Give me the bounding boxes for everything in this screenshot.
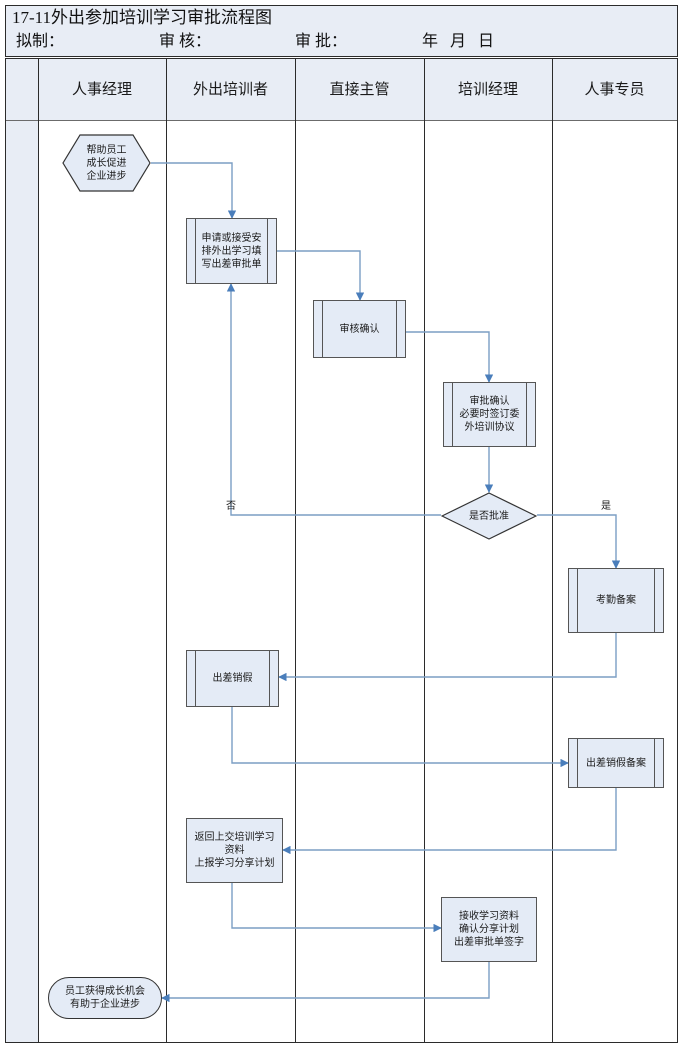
- title-block: 17-11外出参加培训学习审批流程图 拟制： 审 核： 审 批： 年 月 日: [5, 5, 678, 57]
- edge-trip-leave-to-filing: [231, 692, 569, 768]
- prepared-by-label: 拟制：: [16, 33, 65, 50]
- lane-header-direct-supervisor: 直接主管: [329, 82, 390, 98]
- node-submit-materials[interactable]: 返回上交培训学习资料上报学习分享计划: [186, 818, 283, 883]
- edge-filing-to-submit: [282, 788, 617, 855]
- lane-divider-1: [38, 59, 39, 1042]
- lane-divider-3: [295, 59, 296, 1042]
- hexagon-shape: [62, 134, 151, 192]
- node-trip-leave-filing-label: 出差销假备案: [586, 757, 646, 769]
- lane-header-hr-manager: 人事经理: [71, 82, 132, 98]
- edge-start-to-apply: [151, 162, 237, 219]
- node-apply[interactable]: 申请或接受安排外出学习填写出差审批单: [186, 218, 277, 284]
- node-attendance-filing[interactable]: 考勤备案: [568, 568, 664, 633]
- diamond-shape: [441, 492, 537, 540]
- edge-receive-to-end: [161, 962, 490, 1003]
- node-start-label: 帮助员工成长促进企业进步: [86, 144, 127, 182]
- lane-divider-2: [166, 59, 167, 1042]
- edge-label-decision-no: 否: [226, 501, 236, 512]
- date-label: 年 月 日: [422, 33, 499, 50]
- node-apply-label: 申请或接受安排外出学习填写出差审批单: [201, 232, 262, 270]
- lane-divider-5: [552, 59, 553, 1042]
- node-submit-materials-label: 返回上交培训学习资料上报学习分享计划: [194, 832, 275, 869]
- edge-apply-to-review: [277, 250, 365, 301]
- node-decision-label: 是否批准: [469, 510, 509, 522]
- edge-review-to-approve: [406, 331, 494, 383]
- node-approve[interactable]: 审批确认必要时签订委外培训协议: [443, 382, 536, 447]
- lane-header-trainee: 外出培训者: [192, 82, 268, 98]
- page-title: 17-11外出参加培训学习审批流程图: [12, 8, 273, 27]
- edge-decision-yes-to-attendance: [537, 514, 621, 569]
- node-start[interactable]: 帮助员工成长促进企业进步: [62, 134, 151, 192]
- edge-label-decision-yes: 是: [601, 501, 611, 512]
- lane-header-hr-specialist: 人事专员: [584, 82, 645, 98]
- node-attendance-filing-label: 考勤备案: [596, 595, 636, 606]
- node-trip-leave-clear-label: 出差销假: [212, 673, 253, 684]
- node-trip-leave-clear[interactable]: 出差销假: [186, 650, 279, 707]
- node-trip-leave-filing[interactable]: 出差销假备案: [568, 738, 664, 788]
- node-receive-materials-label: 接收学习资料确认分享计划出差审批单签字: [454, 911, 524, 948]
- edge-attendance-to-trip-leave: [278, 633, 617, 682]
- approved-by-label: 审 批：: [295, 33, 348, 50]
- node-receive-materials[interactable]: 接收学习资料确认分享计划出差审批单签字: [441, 897, 537, 962]
- swimlane-grid: 人事经理 外出培训者 直接主管 培训经理 人事专员: [5, 58, 678, 1043]
- lane-header-band: [6, 59, 677, 121]
- edge-submit-to-receive: [231, 883, 442, 933]
- edge-decision-no-to-apply: [226, 283, 441, 516]
- lane-header-training-manager: 培训经理: [457, 82, 518, 98]
- node-end-label: 员工获得成长机会有助于企业进步: [65, 986, 145, 1010]
- node-approve-label: 审批确认必要时签订委外培训协议: [459, 396, 520, 433]
- node-review-label: 审核确认: [339, 323, 380, 335]
- node-end[interactable]: 员工获得成长机会有助于企业进步: [48, 977, 162, 1019]
- reviewed-by-label: 审 核：: [159, 33, 212, 50]
- lane-divider-4: [424, 59, 425, 1042]
- lane-blank-column: [6, 59, 38, 1042]
- node-review[interactable]: 审核确认: [313, 300, 406, 358]
- signature-row: 拟制： 审 核： 审 批： 年 月 日: [12, 30, 672, 54]
- node-decision[interactable]: 是否批准: [441, 492, 537, 540]
